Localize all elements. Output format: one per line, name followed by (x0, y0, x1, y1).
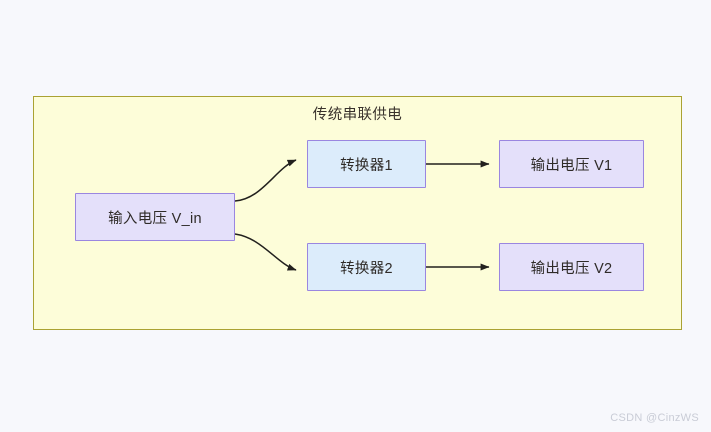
node-converter-2[interactable]: 转换器2 (307, 243, 426, 291)
node-output-voltage-2-label: 输出电压 V2 (530, 260, 613, 277)
node-output-voltage-1[interactable]: 输出电压 V1 (499, 140, 644, 188)
node-converter-1-label: 转换器1 (340, 157, 393, 174)
group-title: 传统串联供电 (312, 107, 403, 123)
node-converter-1[interactable]: 转换器1 (307, 140, 426, 188)
watermark: CSDN @CinzWS (610, 412, 699, 424)
node-converter-2-label: 转换器2 (340, 260, 393, 277)
node-output-voltage-2[interactable]: 输出电压 V2 (499, 243, 644, 291)
node-output-voltage-1-label: 输出电压 V1 (530, 157, 613, 174)
node-input-voltage[interactable]: 输入电压 V_in (75, 193, 235, 241)
node-input-voltage-label: 输入电压 V_in (108, 210, 202, 227)
